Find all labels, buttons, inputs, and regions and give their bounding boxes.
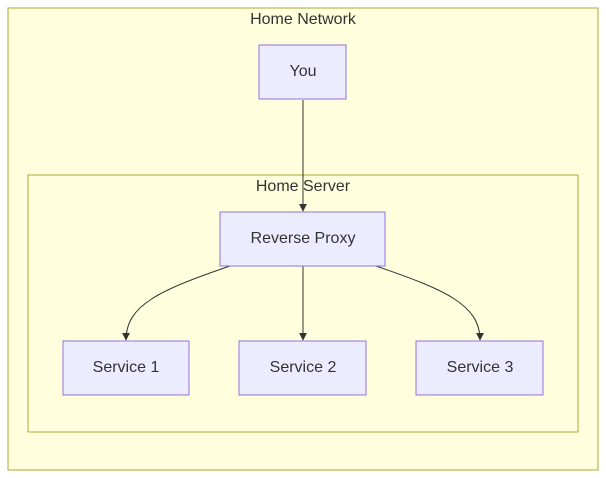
node-service-1-box[interactable] — [62, 340, 190, 396]
node-reverse-proxy[interactable]: Reverse Proxy — [219, 211, 386, 267]
node-you-box[interactable] — [258, 44, 347, 100]
node-reverse-proxy-label: Reverse Proxy — [251, 230, 356, 247]
edges — [122, 100, 484, 341]
node-service-1-label: Service 1 — [93, 359, 160, 376]
node-service-3[interactable]: Service 3 — [415, 340, 544, 396]
node-service-2-box[interactable] — [238, 340, 367, 396]
node-service-1[interactable]: Service 1 — [62, 340, 190, 396]
cluster-home-network-label: Home Network — [250, 11, 357, 28]
node-service-2-label: Service 2 — [270, 359, 337, 376]
node-service-2[interactable]: Service 2 — [238, 340, 367, 396]
edge-reverse-proxy-to-service-3 — [375, 265, 484, 341]
node-service-3-box[interactable] — [415, 340, 544, 396]
node-you[interactable]: You — [258, 44, 347, 100]
node-reverse-proxy-box[interactable] — [219, 211, 386, 267]
edge-reverse-proxy-to-service-1 — [122, 265, 231, 341]
node-service-3-label: Service 3 — [447, 359, 514, 376]
node-you-label: You — [290, 63, 317, 80]
